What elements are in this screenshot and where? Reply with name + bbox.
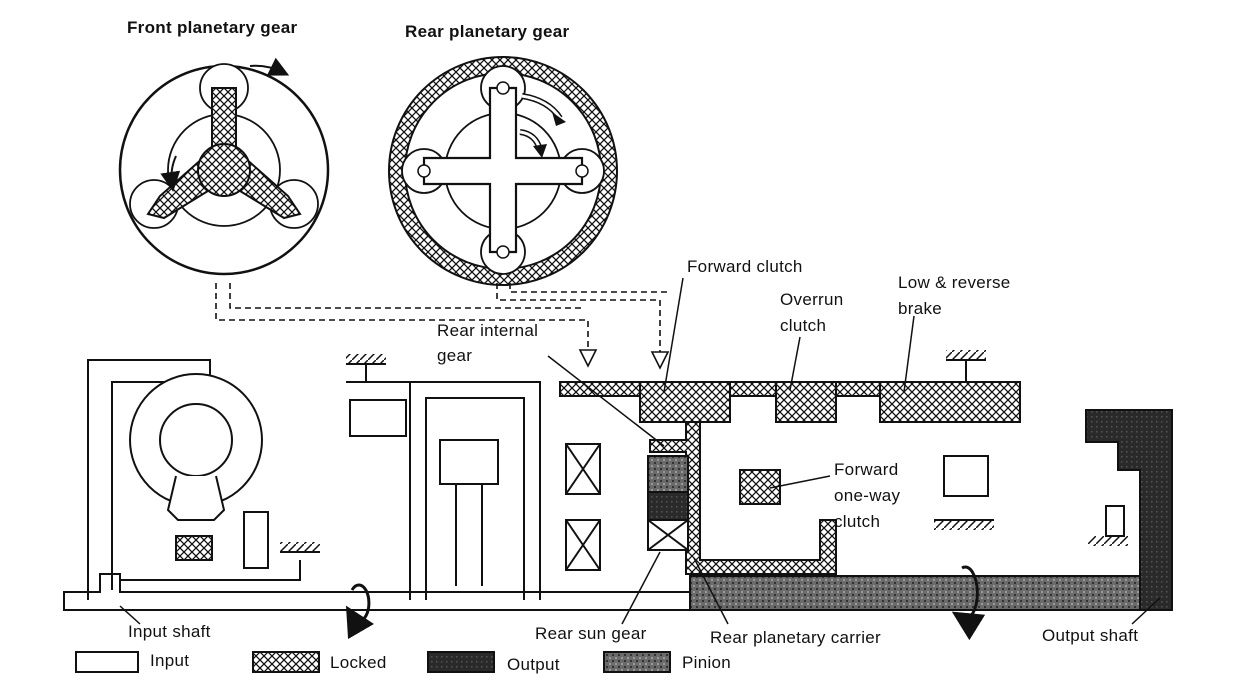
legend-label-input: Input bbox=[150, 651, 190, 670]
label-rear-sun-gear: Rear sun gear bbox=[535, 624, 647, 643]
label-rear-internal-2: gear bbox=[437, 346, 473, 365]
leader-lines bbox=[119, 277, 1161, 625]
legend-swatch-pinion bbox=[603, 651, 671, 673]
label-rear-planetary-gear: Rear planetary gear bbox=[405, 22, 570, 41]
legend-label-output: Output bbox=[507, 655, 560, 674]
rear-planetary-gear bbox=[388, 56, 618, 286]
label-rear-internal-1: Rear internal bbox=[437, 321, 539, 340]
legend-swatch-output bbox=[427, 651, 495, 673]
legend-swatch-input bbox=[75, 651, 139, 673]
dashed-connectors bbox=[215, 283, 670, 370]
front-planetary-gear bbox=[118, 57, 330, 276]
legend-label-locked: Locked bbox=[330, 653, 387, 672]
label-forward-oneway-3: clutch bbox=[834, 512, 881, 531]
legend-swatches bbox=[75, 651, 671, 673]
label-overrun-clutch-2: clutch bbox=[780, 316, 827, 335]
label-low-reverse-2: brake bbox=[898, 299, 943, 318]
label-input-shaft: Input shaft bbox=[128, 622, 211, 641]
label-front-planetary-gear: Front planetary gear bbox=[127, 18, 298, 37]
label-forward-clutch: Forward clutch bbox=[687, 257, 803, 276]
label-forward-oneway-1: Forward bbox=[834, 460, 899, 479]
legend-swatch-locked bbox=[252, 651, 320, 673]
label-overrun-clutch-1: Overrun bbox=[780, 290, 844, 309]
label-forward-oneway-2: one-way bbox=[834, 486, 901, 505]
label-output-shaft: Output shaft bbox=[1042, 626, 1139, 645]
label-rear-planetary-carrier: Rear planetary carrier bbox=[710, 628, 881, 647]
label-low-reverse-1: Low & reverse bbox=[898, 273, 1011, 292]
legend-label-pinion: Pinion bbox=[682, 653, 732, 672]
drivetrain-schematic bbox=[63, 350, 1173, 641]
